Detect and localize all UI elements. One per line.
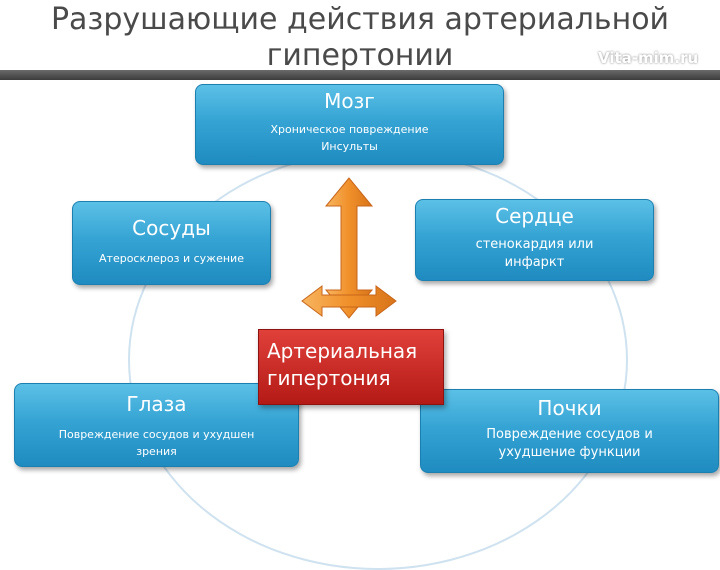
- node-kidneys: Почки Повреждение сосудов и ухудшение фу…: [420, 389, 719, 473]
- node-brain-line-1: Хроническое повреждение: [270, 123, 429, 136]
- center-line-2: гипертония: [267, 366, 391, 390]
- title-line-1: Разрушающие действия артериальной: [50, 2, 670, 37]
- node-heart-line-1: стенокардия или: [475, 237, 594, 252]
- node-brain-line-2: Инсульты: [321, 140, 378, 153]
- node-vessels: Сосуды Атеросклероз и сужение: [72, 201, 271, 285]
- node-kidneys-title: Почки: [537, 396, 602, 420]
- node-vessels-title: Сосуды: [132, 216, 211, 240]
- title-underline-bar: [0, 70, 720, 80]
- horizontal-double-arrow: [301, 285, 397, 317]
- node-heart-line-2: инфаркт: [504, 255, 565, 270]
- watermark: Vita-mim.ru: [598, 49, 699, 67]
- node-eyes: Глаза Повреждение сосудов и ухудшен зрен…: [14, 383, 299, 467]
- node-brain: Мозг Хроническое повреждение Инсульты: [195, 84, 504, 165]
- node-vessels-line-1: Атеросклероз и сужение: [99, 252, 244, 265]
- node-heart-title: Сердце: [495, 204, 574, 228]
- node-eyes-line-1: Повреждение сосудов и ухудшен: [58, 428, 255, 441]
- node-brain-title: Мозг: [324, 89, 375, 113]
- node-kidneys-line-1: Повреждение сосудов и: [486, 427, 653, 442]
- center-line-1: Артериальная: [267, 339, 418, 363]
- slide-title: Разрушающие действия артериальной гиперт…: [0, 0, 720, 78]
- title-line-2: гипертонии: [266, 38, 454, 73]
- vertical-double-arrow: [324, 177, 374, 319]
- node-eyes-title: Глаза: [126, 392, 187, 416]
- node-kidneys-line-2: ухудшение функции: [498, 445, 641, 460]
- node-heart: Сердце стенокардия или инфаркт: [415, 199, 654, 281]
- node-eyes-line-2: зрения: [136, 445, 177, 458]
- node-arterial-hypertension: Артериальная гипертония: [258, 329, 444, 405]
